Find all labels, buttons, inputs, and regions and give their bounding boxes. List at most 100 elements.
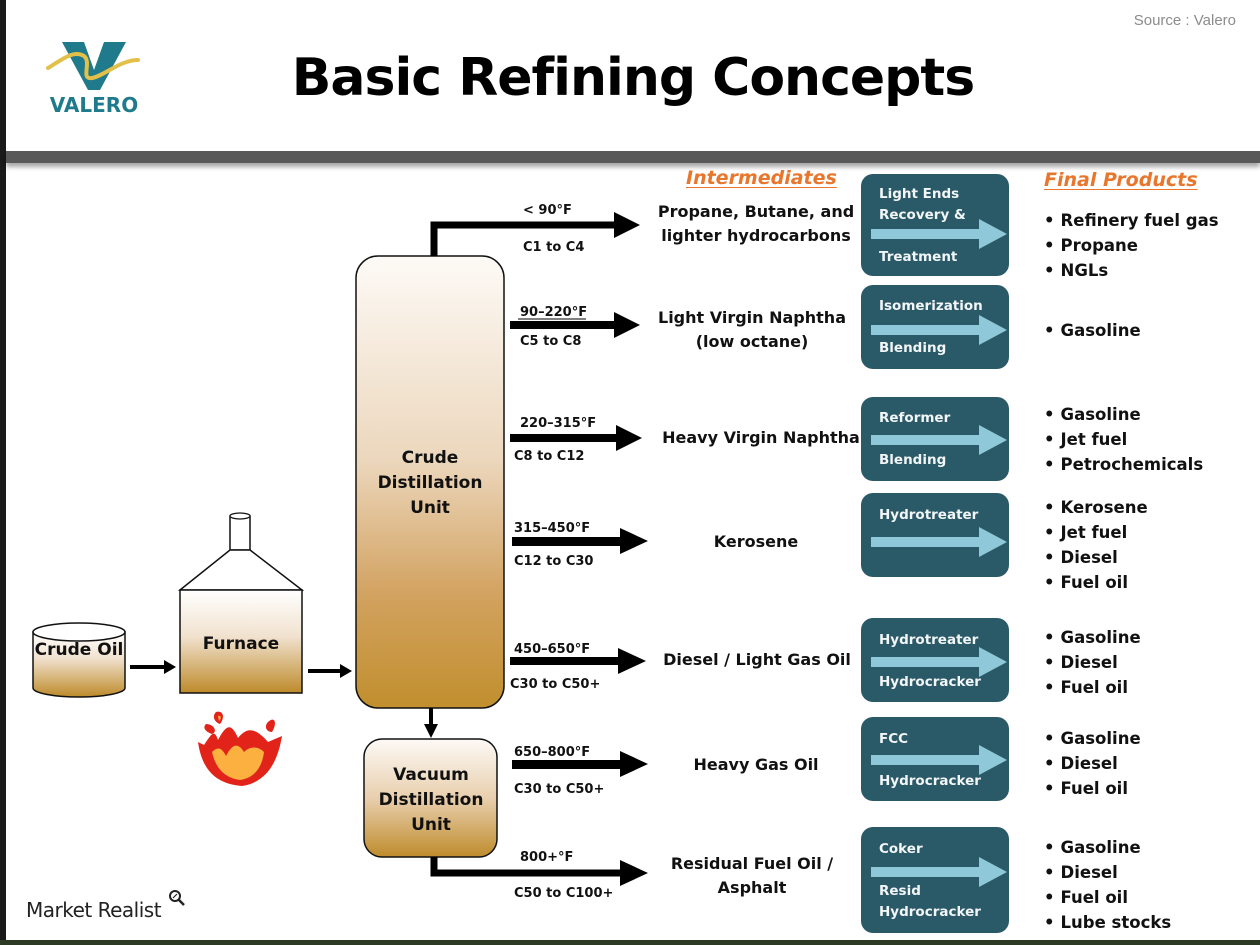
stream-2-carbon: C5 to C8 xyxy=(520,334,582,349)
process-3-line-1: Reformer xyxy=(879,410,951,426)
furnace-label: Furnace xyxy=(202,634,280,654)
process-arrow-icon xyxy=(871,745,1007,775)
process-arrow-icon xyxy=(871,857,1007,887)
process-box-6[interactable]: FCC Hydrocracker xyxy=(861,717,1009,801)
products-list-2: Gasoline xyxy=(1044,318,1141,343)
arrow-stream-3 xyxy=(510,425,642,451)
product-item: Jet fuel xyxy=(1044,427,1203,452)
stream-7-temp: 800+°F xyxy=(520,850,574,865)
stream-3-carbon: C8 to C12 xyxy=(514,449,585,464)
market-realist-watermark: Market Realist xyxy=(26,890,185,922)
process-1-line-2: Treatment xyxy=(879,249,958,265)
process-arrow-icon xyxy=(871,219,1007,249)
arrow-crude-to-furnace xyxy=(130,660,176,674)
product-item: Diesel xyxy=(1044,860,1171,885)
product-item: Fuel oil xyxy=(1044,776,1141,801)
stream-7-carbon: C50 to C100+ xyxy=(514,886,614,901)
vacuum-unit-label: Vacuum Distillation Unit xyxy=(378,765,484,835)
process-box-5[interactable]: Hydrotreater Hydrocracker xyxy=(861,618,1009,702)
flow-diagram xyxy=(32,212,648,886)
process-box-4[interactable]: Hydrotreater xyxy=(861,493,1009,577)
process-box-3[interactable]: Reformer Blending xyxy=(861,397,1009,481)
valero-logo: VALERO xyxy=(46,42,140,117)
final-products-heading: Final Products xyxy=(1044,169,1198,191)
fire-icon xyxy=(198,711,282,786)
product-item: Lube stocks xyxy=(1044,910,1172,935)
product-item: Gasoline xyxy=(1044,402,1203,427)
intermediates-heading: Intermediates xyxy=(686,167,837,189)
stream-4-temp: 315–450°F xyxy=(514,521,591,536)
process-6-line-2: Hydrocracker xyxy=(879,773,981,789)
product-item: Fuel oil xyxy=(1044,675,1141,700)
product-item: Diesel xyxy=(1044,545,1148,570)
process-1-line-1: Light Ends Recovery & xyxy=(879,186,966,223)
arrow-stream-1 xyxy=(430,212,640,256)
stream-6-intermediate: Heavy Gas Oil xyxy=(693,755,819,774)
products-list-1: Refinery fuel gas Propane NGLs xyxy=(1044,208,1219,283)
process-2-line-2: Blending xyxy=(879,340,947,356)
product-item: Gasoline xyxy=(1044,318,1141,343)
product-item: Petrochemicals xyxy=(1044,452,1204,477)
stream-3-temp: 220–315°F xyxy=(520,416,597,431)
source-note: Source : Valero xyxy=(1133,12,1236,29)
arrow-furnace-to-column xyxy=(308,664,352,678)
process-arrow-icon xyxy=(871,425,1007,455)
process-box-2[interactable]: Isomerization Blending xyxy=(861,285,1009,369)
product-item: Gasoline xyxy=(1044,835,1171,860)
product-item: Jet fuel xyxy=(1044,520,1148,545)
slide: VALERO Basic Refining Concepts Source : … xyxy=(6,0,1260,940)
products-list-3: Gasoline Jet fuel Petrochemicals xyxy=(1044,402,1204,477)
crude-oil-tank xyxy=(32,622,126,698)
process-box-7[interactable]: Coker Resid Hydrocracker xyxy=(861,827,1009,933)
stream-5-carbon: C30 to C50+ xyxy=(510,677,601,692)
process-arrow-icon xyxy=(871,315,1007,345)
crude-unit-label: Crude Distillation Unit xyxy=(377,448,483,518)
process-5-line-2: Hydrocracker xyxy=(879,674,981,690)
process-box-1[interactable]: Light Ends Recovery & Treatment xyxy=(861,174,1009,276)
arrow-stream-6 xyxy=(512,751,648,777)
products-list-5: Gasoline Diesel Fuel oil xyxy=(1044,625,1141,700)
stream-6-temp: 650–800°F xyxy=(514,745,591,760)
process-7-line-1: Coker xyxy=(879,841,923,857)
crude-oil-label: Crude Oil xyxy=(34,640,124,660)
arrow-stream-7 xyxy=(430,857,648,886)
product-item: Propane xyxy=(1044,233,1219,258)
process-3-line-2: Blending xyxy=(879,452,947,468)
stream-7-intermediate: Residual Fuel Oil / Asphalt xyxy=(670,854,834,897)
products-list-7: Gasoline Diesel Fuel oil Lube stocks xyxy=(1044,835,1172,935)
header-divider xyxy=(6,151,1260,163)
process-6-line-1: FCC xyxy=(879,731,909,747)
svg-text:VALERO: VALERO xyxy=(50,93,138,117)
stream-1-intermediate: Propane, Butane, and lighter hydrocarbon… xyxy=(657,202,855,245)
arrow-stream-5 xyxy=(510,648,646,674)
bottom-edge xyxy=(0,940,1260,945)
stream-4-carbon: C12 to C30 xyxy=(514,554,594,569)
product-item: Fuel oil xyxy=(1044,885,1171,910)
process-7-line-2: Resid Hydrocracker xyxy=(879,883,981,920)
furnace xyxy=(177,512,305,694)
product-item: Gasoline xyxy=(1044,625,1141,650)
stream-1-carbon: C1 to C4 xyxy=(523,240,585,255)
process-5-line-1: Hydrotreater xyxy=(879,632,979,648)
products-list-4: Kerosene Jet fuel Diesel Fuel oil xyxy=(1044,495,1148,595)
stream-6-carbon: C30 to C50+ xyxy=(514,782,605,797)
page-title: Basic Refining Concepts xyxy=(291,48,975,108)
product-item: Kerosene xyxy=(1044,495,1148,520)
process-arrow-icon xyxy=(871,527,1007,557)
stream-3-intermediate: Heavy Virgin Naphtha xyxy=(662,428,860,447)
stream-1-temp: < 90°F xyxy=(523,203,572,218)
stream-4-intermediate: Kerosene xyxy=(713,532,799,551)
magnifier-icon xyxy=(168,890,185,906)
stream-2-temp: 90–220°F xyxy=(520,305,588,320)
product-item: Fuel oil xyxy=(1044,570,1148,595)
product-item: NGLs xyxy=(1044,258,1219,283)
products-list-6: Gasoline Diesel Fuel oil xyxy=(1044,726,1141,801)
watermark-text: Market Realist xyxy=(26,898,162,922)
stream-5-intermediate: Diesel / Light Gas Oil xyxy=(663,650,851,669)
process-2-line-1: Isomerization xyxy=(879,298,983,314)
product-item: Gasoline xyxy=(1044,726,1141,751)
product-item: Diesel xyxy=(1044,751,1141,776)
stream-5-temp: 450–650°F xyxy=(514,642,591,657)
process-4-line-1: Hydrotreater xyxy=(879,507,979,523)
arrow-stream-4 xyxy=(512,528,648,554)
